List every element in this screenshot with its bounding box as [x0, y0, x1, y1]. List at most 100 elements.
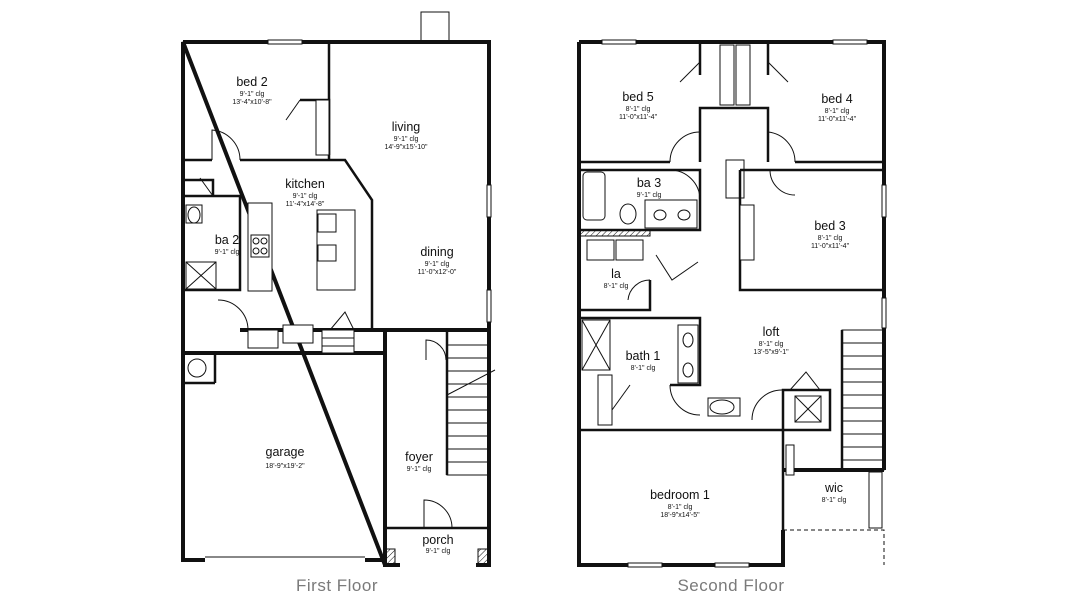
bedroom1-window-1 — [627, 562, 663, 568]
dishwasher — [317, 244, 337, 262]
washer — [586, 239, 615, 261]
porch-column-right — [477, 548, 490, 566]
porch-name: porch — [422, 533, 453, 547]
porch-column-left — [384, 548, 396, 566]
kitchen-size: 11'-4"x14'-8" — [286, 201, 325, 208]
first-floor-exterior-wall — [181, 40, 491, 567]
bedroom1-window-2 — [714, 562, 750, 568]
ba3-ceiling: 9'-1" clg — [637, 192, 662, 199]
bed4-ceiling: 8'-1" clg — [825, 108, 850, 115]
linen-closet — [725, 159, 745, 199]
loft-ceiling: 8'-1" clg — [759, 341, 784, 348]
bath1-ceiling: 8'-1" clg — [631, 365, 656, 372]
kitchen-name: kitchen — [285, 177, 325, 191]
ba3-door-swing — [669, 169, 701, 201]
fridge — [282, 324, 314, 344]
dining-name: dining — [420, 245, 453, 259]
bed4-size: 11'-0"x11'-4" — [818, 116, 857, 123]
bed5-closet — [719, 44, 735, 106]
bath1-closet — [597, 374, 613, 426]
bed3-closet — [739, 204, 755, 261]
foyer-name: foyer — [405, 450, 433, 464]
living-name: living — [392, 120, 421, 134]
ba2-door — [199, 177, 214, 197]
closet-door-swing — [425, 339, 447, 361]
foyer-ceiling: 9'-1" clg — [407, 466, 432, 473]
front-door-swing — [423, 499, 453, 529]
bed5-closet-door — [679, 61, 701, 83]
la-ceiling: 8'-1" clg — [604, 283, 629, 290]
attic-closet — [781, 388, 832, 432]
wic-door — [785, 444, 795, 476]
ba3-name: ba 3 — [637, 176, 661, 190]
bed2-door-swing — [211, 129, 241, 161]
bed3-walls — [738, 168, 884, 292]
second-floor-stairs — [840, 329, 885, 471]
bath1-sink-1 — [682, 332, 694, 348]
bed5-name: bed 5 — [622, 90, 653, 104]
bed5-ceiling: 8'-1" clg — [626, 106, 651, 113]
bed3-name: bed 3 — [814, 219, 845, 233]
closet-walls — [698, 42, 770, 75]
steps-door — [329, 311, 355, 331]
second-floor-caption: Second Floor — [677, 576, 784, 595]
bath1-door-swing — [669, 384, 701, 416]
bed4-window — [832, 39, 868, 45]
la-door-swing — [627, 279, 651, 301]
garage-entry-door-swing — [217, 299, 249, 331]
bed4-closet — [735, 44, 751, 106]
ba3-toilet — [619, 203, 637, 225]
closet-door — [285, 99, 301, 121]
water-heater — [187, 358, 207, 378]
bed5-door-swing — [669, 131, 701, 163]
bedroom1-name: bedroom 1 — [650, 488, 710, 502]
bed5-window — [601, 39, 637, 45]
first-floor-stairs — [445, 329, 496, 476]
ba3-tub — [582, 171, 606, 221]
upper-bedroom-walls — [579, 106, 884, 164]
bed4-door-swing — [767, 131, 796, 163]
wic-name: wic — [824, 481, 843, 495]
garage-size: 18'-9"x19'-2" — [265, 463, 305, 470]
bath1-sink-2 — [682, 362, 694, 378]
ba2-name: ba 2 — [215, 233, 239, 247]
bath1-walls — [579, 316, 783, 432]
bed4-closet-door — [767, 61, 789, 83]
living-window — [486, 184, 492, 218]
bed2-closet-shelf — [315, 99, 330, 156]
bath1-closet-door — [611, 384, 631, 411]
kitchen-range — [250, 234, 270, 258]
kitchen-sink — [317, 213, 337, 233]
loft-window — [881, 297, 887, 329]
ba2-toilet-bowl — [187, 206, 201, 224]
laundry-shelf — [578, 229, 651, 237]
dining-ceiling: 9'-1" clg — [425, 261, 450, 268]
bed3-ceiling: 8'-1" clg — [818, 235, 843, 242]
wic-shelf — [868, 471, 883, 529]
bedroom1-ceiling: 8'-1" clg — [668, 504, 693, 511]
bed2-ceiling: 9'-1" clg — [240, 91, 265, 98]
bed3-door-swing — [769, 169, 796, 196]
loft-size: 13'-5"x9'-1" — [753, 349, 789, 356]
bedroom1-size: 18'-9"x14'-5" — [660, 512, 700, 519]
porch-roof-dashed — [783, 529, 885, 565]
bed4-name: bed 4 — [821, 92, 852, 106]
garage-steps — [321, 329, 355, 354]
pantry — [247, 329, 279, 349]
kitchen-partition — [329, 158, 374, 330]
living-ceiling: 9'-1" clg — [394, 136, 419, 143]
bed5-size: 11'-0"x11'-4" — [619, 114, 658, 121]
ba2-walls — [183, 178, 242, 292]
bed2-size: 13'-4"x10'-8" — [232, 99, 272, 106]
second-floor-plan: bed 5 8'-1" clg 11'-0"x11'-4" bed 4 8'-1… — [577, 39, 887, 595]
loft-name: loft — [763, 325, 780, 339]
porch-ceiling: 9'-1" clg — [426, 548, 451, 555]
hall-door — [655, 254, 699, 281]
first-floor-plan: bed 2 9'-1" clg 13'-4"x10'-8" living 9'-… — [181, 11, 496, 595]
wic-ceiling: 8'-1" clg — [822, 497, 847, 504]
bed3-size: 11'-0"x11'-4" — [811, 243, 850, 250]
bed2-window — [267, 39, 303, 45]
living-size: 14'-9"x15'-10" — [384, 144, 428, 151]
attic-door — [789, 371, 821, 391]
bath1-name: bath 1 — [626, 349, 661, 363]
